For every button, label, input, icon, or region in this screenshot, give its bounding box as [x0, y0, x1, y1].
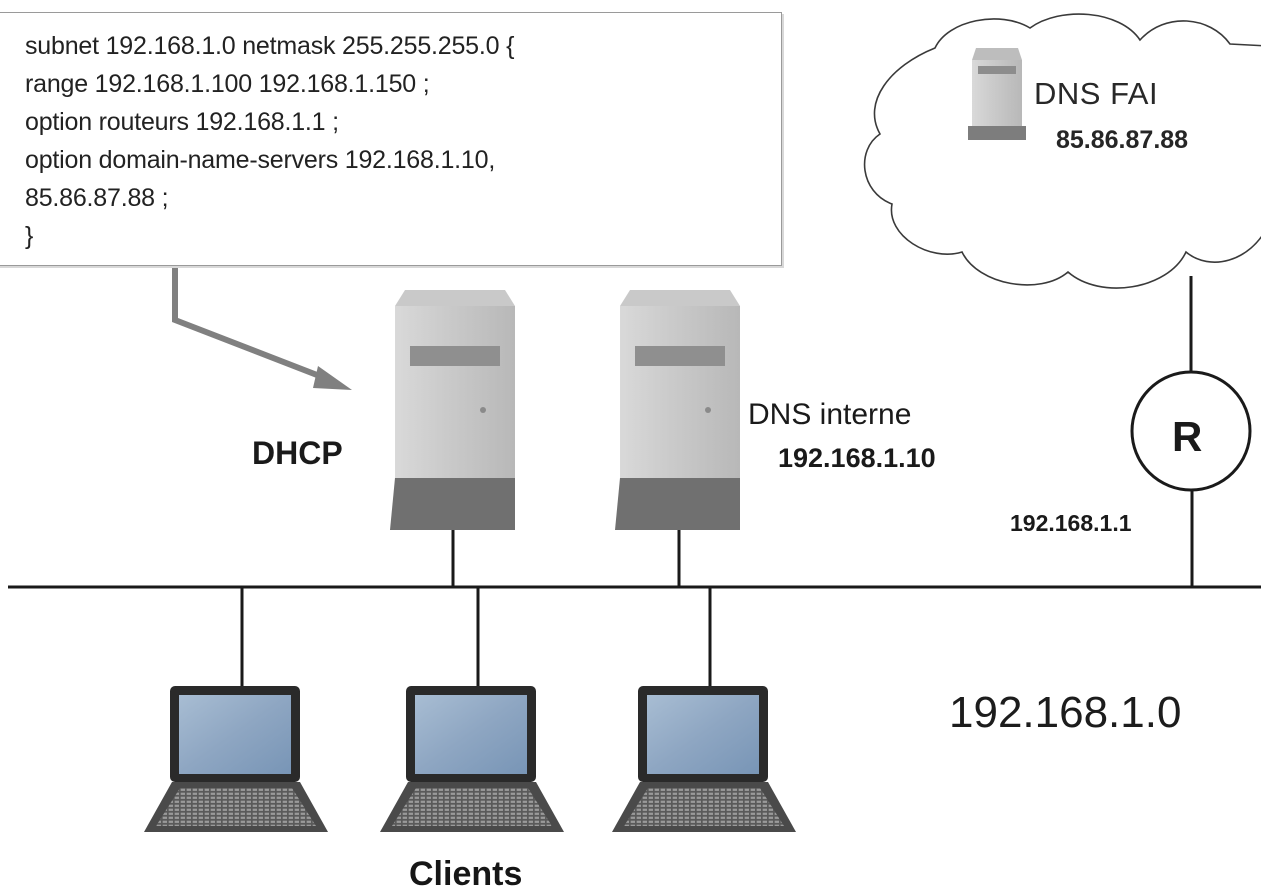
dhcp-config-box: subnet 192.168.1.0 netmask 255.255.255.0… — [0, 12, 782, 266]
dns-server-icon — [615, 290, 740, 530]
dns-isp-ip: 85.86.87.88 — [1056, 126, 1189, 154]
router-letter: R — [1172, 413, 1203, 460]
config-line: subnet 192.168.1.0 netmask 255.255.255.0… — [25, 32, 515, 60]
callout-arrow — [172, 268, 352, 390]
config-line: option domain-name-servers 192.168.1.10, — [25, 146, 496, 174]
config-line: } — [25, 222, 34, 250]
network-address: 192.168.1.0 — [949, 688, 1182, 737]
laptop-icon — [144, 686, 328, 832]
dns-internal-ip: 192.168.1.10 — [778, 443, 936, 473]
clients-label: Clients — [409, 855, 523, 893]
config-line: option routeurs 192.168.1.1 ; — [25, 108, 339, 136]
dns-internal-label: DNS interne — [748, 398, 912, 431]
config-line: 85.86.87.88 ; — [25, 184, 169, 212]
config-line: range 192.168.1.100 192.168.1.150 ; — [25, 70, 430, 98]
server-icon — [968, 48, 1026, 140]
dhcp-server-icon — [390, 290, 515, 530]
router-ip: 192.168.1.1 — [1010, 510, 1132, 536]
isp-cloud — [863, 13, 1261, 289]
dns-isp-label: DNS FAI — [1034, 76, 1159, 111]
laptop-icon — [380, 686, 564, 832]
connection-lines — [8, 276, 1261, 686]
router-icon — [1130, 370, 1252, 492]
laptop-icon — [612, 686, 796, 832]
dhcp-server-label: DHCP — [252, 435, 343, 471]
cloud-group — [863, 13, 1261, 289]
